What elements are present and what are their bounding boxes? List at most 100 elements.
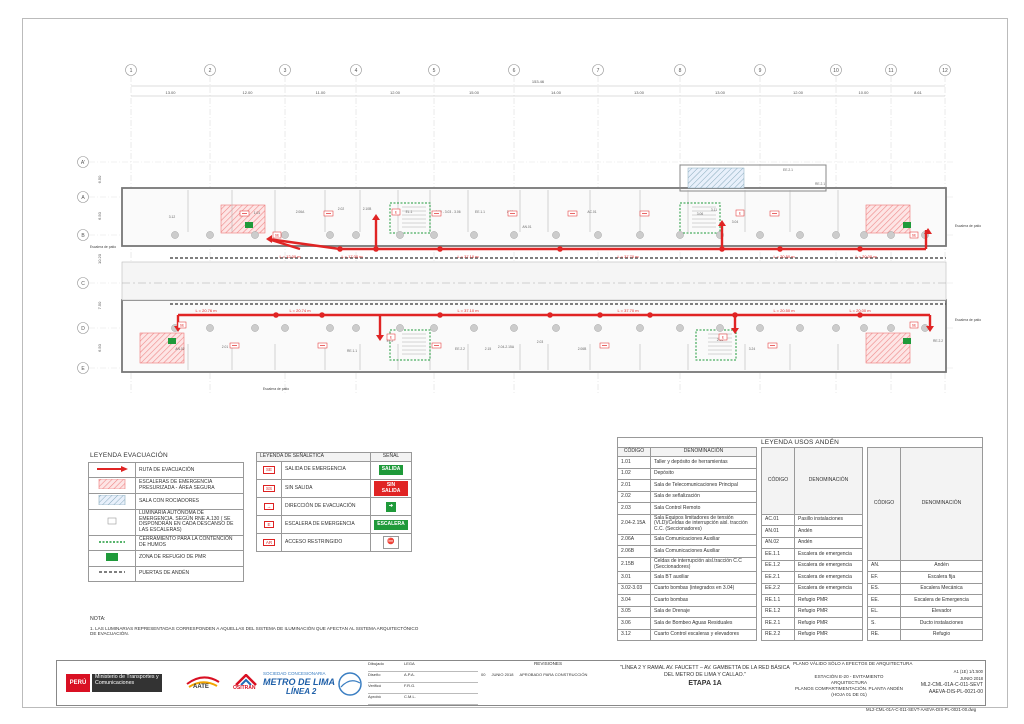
note: NOTA: 1. LAS LUMINARIAS REPRESENTADAS CO…: [90, 616, 420, 636]
uses-code: EL.: [867, 605, 901, 619]
legend-evac-label: ZONA DE REFUGIO DE PMR: [135, 549, 244, 567]
column: [326, 324, 334, 332]
column: [281, 231, 289, 239]
grid-spacing: 10.00: [858, 90, 869, 95]
route-length: L = 20.00 m: [849, 308, 871, 313]
uses-code: S.: [867, 617, 901, 630]
room-label: 2.15: [485, 347, 492, 351]
signage-code-cell: →: [256, 497, 282, 517]
room-label: 2.06A: [296, 210, 305, 214]
room-label: 3.24: [749, 347, 756, 351]
grid-bubble: [428, 64, 440, 76]
route-node: [597, 312, 603, 318]
patio-stair-label: Escalera de patio: [955, 318, 981, 322]
revisions: REVISIONES 00 JUNIO 2018 APROBADO PARA C…: [478, 661, 618, 703]
uses-code: EE.1.2: [761, 559, 795, 573]
route-arrow: [926, 326, 934, 332]
room-label: 2.03: [537, 340, 544, 344]
route-node: [373, 246, 379, 252]
sign-marker: [909, 231, 919, 239]
room-label: EL.1: [406, 210, 413, 214]
legend-symbol: [88, 462, 136, 479]
column: [552, 231, 560, 239]
legend-evac-label: ESCALERAS DE EMERGENCIA PRESURIZADA - ÁR…: [135, 477, 244, 495]
uses-row: AN.Andén: [867, 559, 983, 573]
scale: A1 (1E) 1/1:500: [953, 669, 983, 674]
uses-name: Escalera Mecánica: [900, 582, 983, 596]
uses-code: EE.1.1: [761, 548, 795, 561]
project-title: "LÍNEA 2 Y RAMAL AV. FAUCETT – AV. GAMBE…: [620, 665, 790, 687]
route-arrow: [372, 214, 380, 220]
grid-spacing: 14.00: [551, 90, 562, 95]
uses-row: EF.Escalera fija: [867, 571, 983, 584]
sign-marker: [718, 333, 728, 341]
route-length: L = 37.70 m: [617, 254, 639, 259]
column: [510, 324, 518, 332]
route-arrow: [266, 235, 272, 243]
uses-code: 2.06A: [617, 533, 651, 547]
room-label: EL.2: [387, 339, 394, 343]
uses-row: EE.Escalera de Emergencia: [867, 594, 983, 607]
grid-total: 153.46: [532, 79, 545, 84]
room-label: 2.04-2.15A: [498, 345, 515, 349]
uses-code: 3.05: [617, 605, 651, 619]
column: [887, 324, 895, 332]
grid-row-dim: 7.50: [97, 301, 102, 310]
uses-code: 1.01: [617, 456, 651, 469]
uses-name: Cuarto bombas (integrados en 3.04): [650, 582, 757, 596]
route-length: L = 37.10 m: [457, 254, 479, 259]
legend-symbol: [88, 508, 136, 536]
signage-code: E: [264, 520, 274, 529]
legend-symbol: [88, 493, 136, 510]
column: [832, 324, 840, 332]
discipline: ARQUITECTURA: [830, 680, 868, 685]
route-node: [777, 246, 783, 252]
grid-bubble: [279, 64, 291, 76]
uses-name: Sala de Telecomunicaciones Principal: [650, 479, 757, 492]
route-length: L = 12.00 m: [279, 254, 301, 259]
signage-sign-cell: ➔: [370, 497, 412, 517]
grid-bubble: [77, 362, 89, 374]
room-label: RE.1.1: [347, 349, 357, 353]
uses-name: Andén: [900, 559, 983, 573]
signage-label: ACCESO RESTRINGIDO: [281, 533, 371, 553]
route-node: [547, 312, 553, 318]
uses-code: AN.02: [761, 536, 795, 550]
column: [887, 231, 895, 239]
grid-col-label: 5: [433, 68, 436, 74]
grid-row-label: A: [81, 195, 85, 201]
signage-label: DIRECCIÓN DE EVACUACIÓN: [281, 497, 371, 517]
uses-name: Refugio PMR: [794, 617, 863, 630]
route-length: L = 20.74 m: [289, 308, 311, 313]
filename: ML2-CML-01A-C-011-SEVT-AAEVA-DIS-PL-0021…: [866, 707, 977, 712]
signage-sign-cell: ESCALERA: [370, 515, 412, 535]
signage-label: ESCALERA DE EMERGENCIA: [281, 515, 371, 535]
route-length: L = 17.00 m: [341, 254, 363, 259]
aate-logo: AATE: [185, 674, 221, 692]
pmr-refuge-icon: [903, 222, 911, 228]
grid-row-label: E: [81, 366, 85, 372]
uses-name: Sala Control Remoto: [650, 502, 757, 515]
uses-code: 2.01: [617, 479, 651, 492]
legend-symbol: [88, 534, 136, 551]
grid-col-label: 7: [597, 68, 600, 74]
note-text: 1. LAS LUMINARIAS REPRESENTADAS CORRESPO…: [90, 626, 419, 636]
grid-bubble: [939, 64, 951, 76]
grid-bubble: [77, 191, 89, 203]
evacuation-route: [267, 237, 926, 251]
legend-evac-row: ESCALERAS DE EMERGENCIA PRESURIZADA - ÁR…: [88, 477, 244, 495]
uses-code: 2.03: [617, 502, 651, 515]
grid-spacing: 11.00: [316, 90, 326, 95]
column: [676, 324, 684, 332]
signature-role: Verificó: [368, 683, 382, 688]
